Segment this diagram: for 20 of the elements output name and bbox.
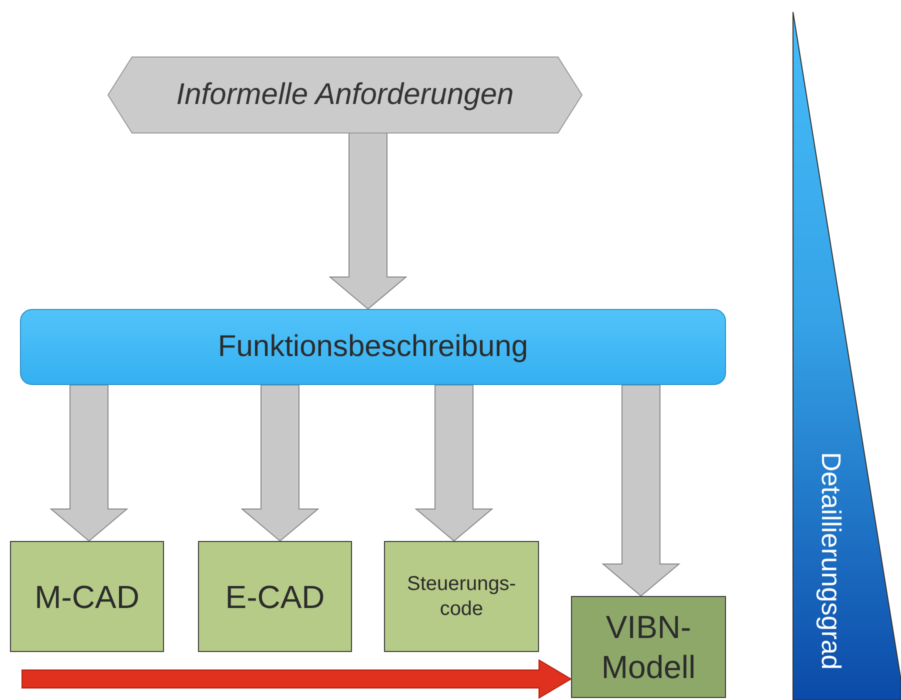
block-arrow [240, 384, 320, 542]
block-arrow [50, 384, 128, 542]
hexagon-label: Informelle Anforderungen [176, 78, 514, 112]
wedge-label: Detaillierungsgrad [815, 452, 846, 670]
block-arrow [328, 132, 408, 310]
process-box [384, 541, 539, 652]
box-label: E-CAD [225, 578, 325, 616]
block-arrow [602, 384, 680, 597]
process-band [20, 309, 726, 385]
process-box [10, 541, 164, 652]
block-arrow [414, 384, 494, 542]
process-box [198, 541, 352, 652]
box-label: M-CAD [34, 578, 140, 616]
process-box [571, 596, 726, 698]
hexagon-shape [107, 56, 583, 134]
box-label: Steuerungs- code [406, 572, 517, 622]
band-label: Funktionsbeschreibung [218, 330, 528, 364]
box-label: VIBN- Modell [600, 608, 697, 687]
wedge-shape [792, 12, 901, 700]
block-arrow [22, 659, 572, 699]
